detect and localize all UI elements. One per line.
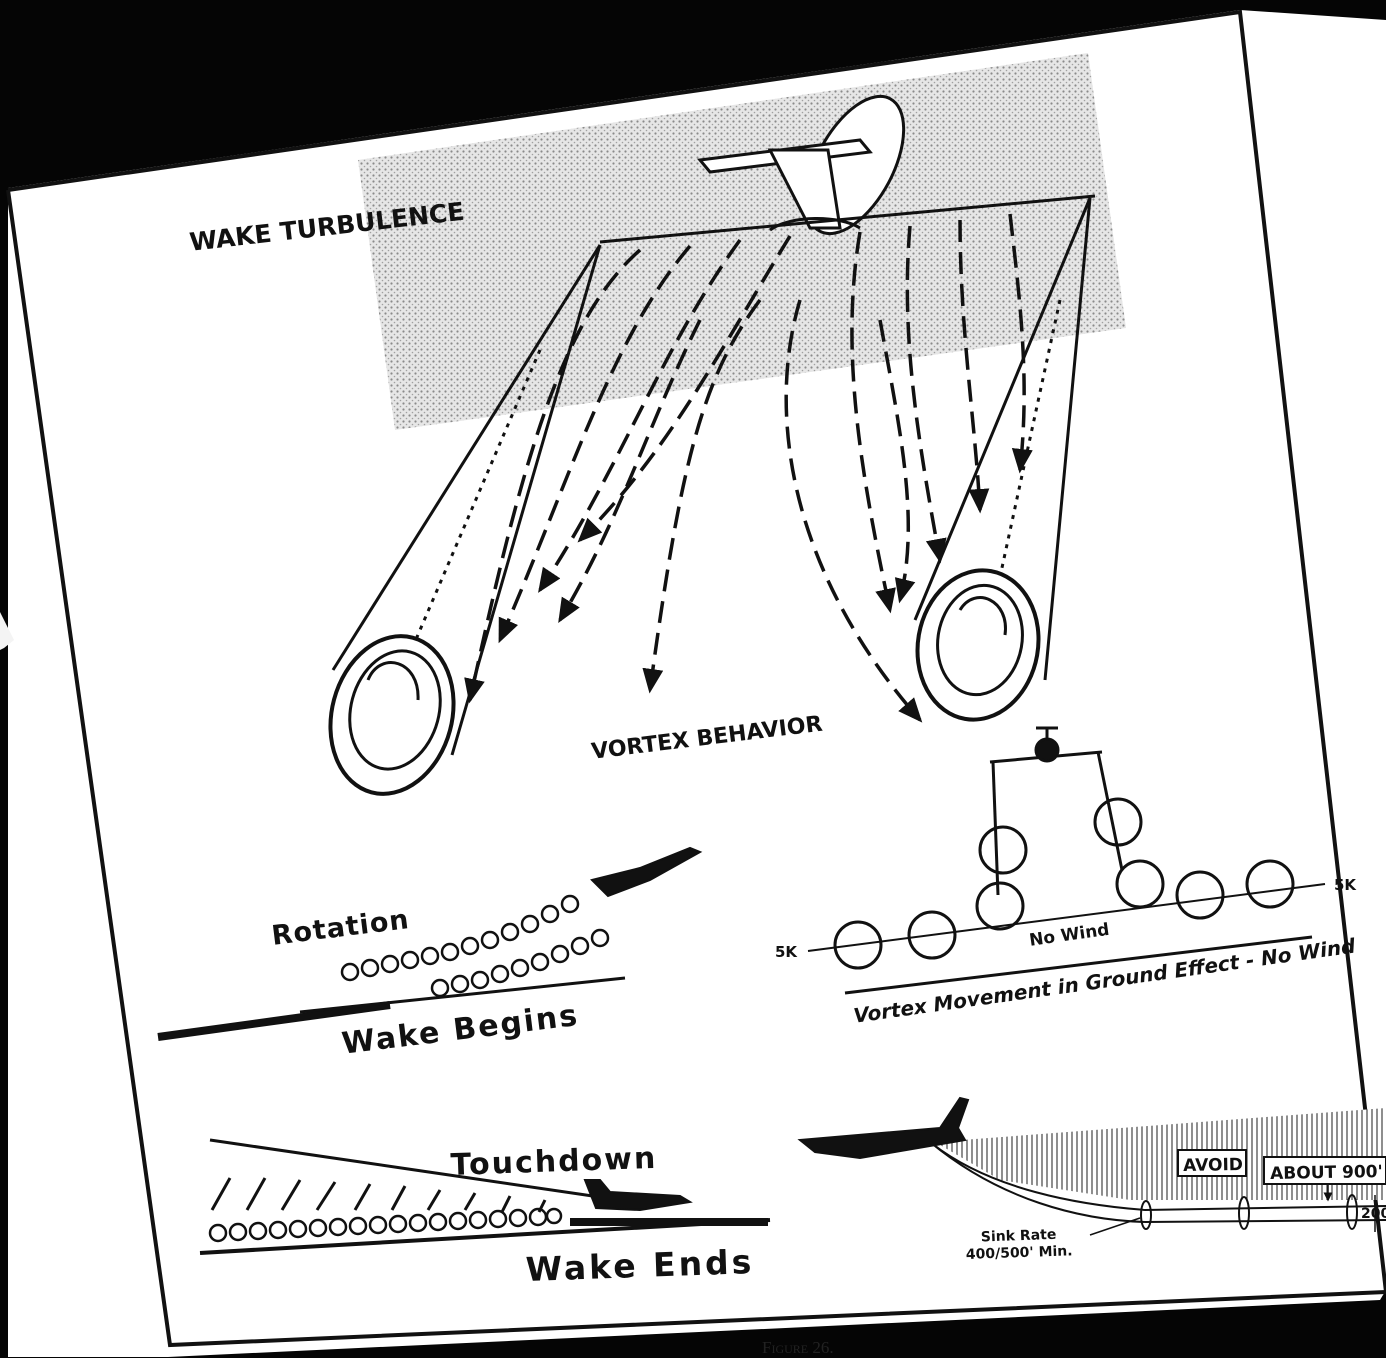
wake-ends-label: Wake Ends bbox=[525, 1242, 755, 1289]
touchdown-label: Touchdown bbox=[450, 1141, 658, 1183]
right-speed-label: 5K bbox=[1334, 876, 1356, 894]
about-900-label: ABOUT 900' bbox=[1270, 1162, 1383, 1184]
left-speed-label: 5K bbox=[775, 943, 797, 961]
figure-caption: Figure 26. bbox=[762, 1338, 834, 1358]
sink-rate-label: Sink Rate 400/500' Min. bbox=[965, 1226, 1073, 1264]
avoid-label: AVOID bbox=[1183, 1155, 1243, 1176]
two-hundred-label: 200' bbox=[1361, 1206, 1386, 1222]
